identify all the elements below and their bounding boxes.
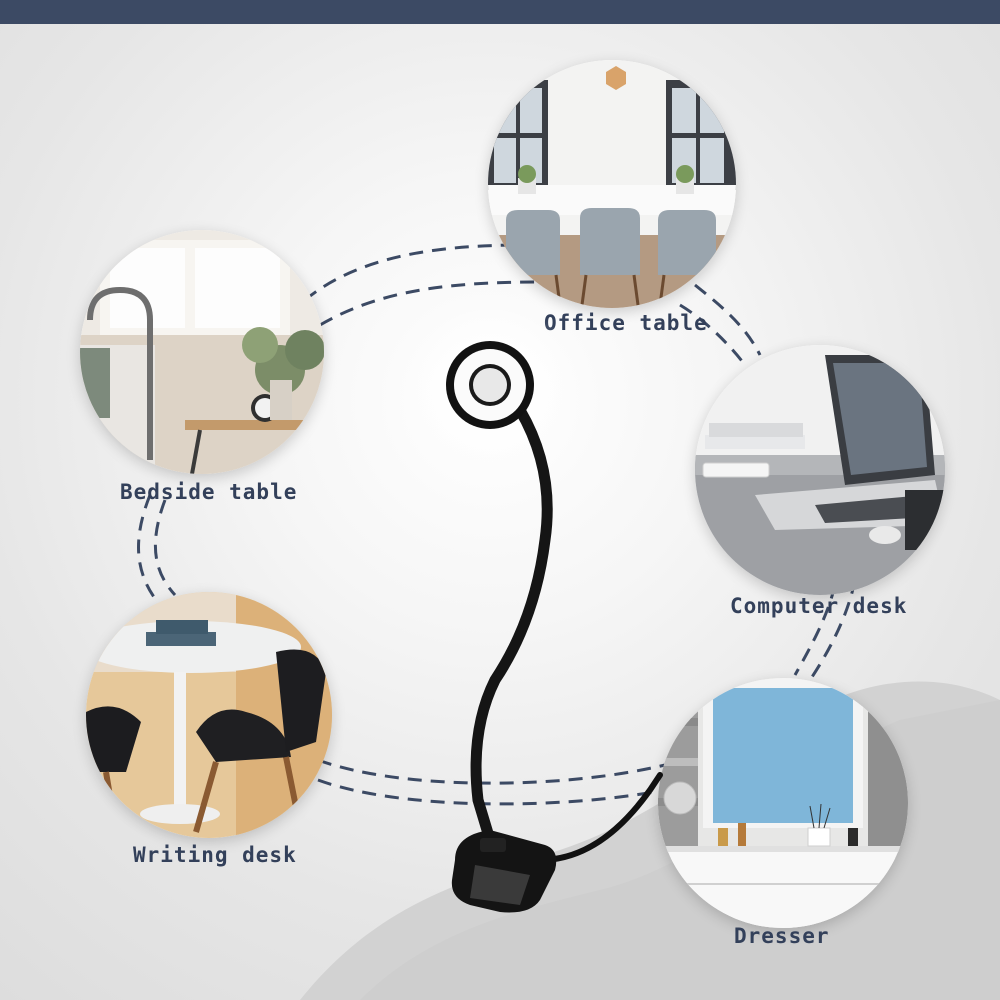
dresser-label: Dresser	[734, 924, 830, 948]
writing-desk-photo	[86, 592, 332, 838]
office-table-photo	[488, 60, 736, 308]
header-bar	[0, 0, 1000, 24]
writing-desk-label: Writing desk	[133, 843, 297, 867]
office-table-label: Office table	[544, 311, 708, 335]
computer-desk-label: Computer desk	[730, 594, 908, 618]
bedside-table-label: Bedside table	[120, 480, 298, 504]
